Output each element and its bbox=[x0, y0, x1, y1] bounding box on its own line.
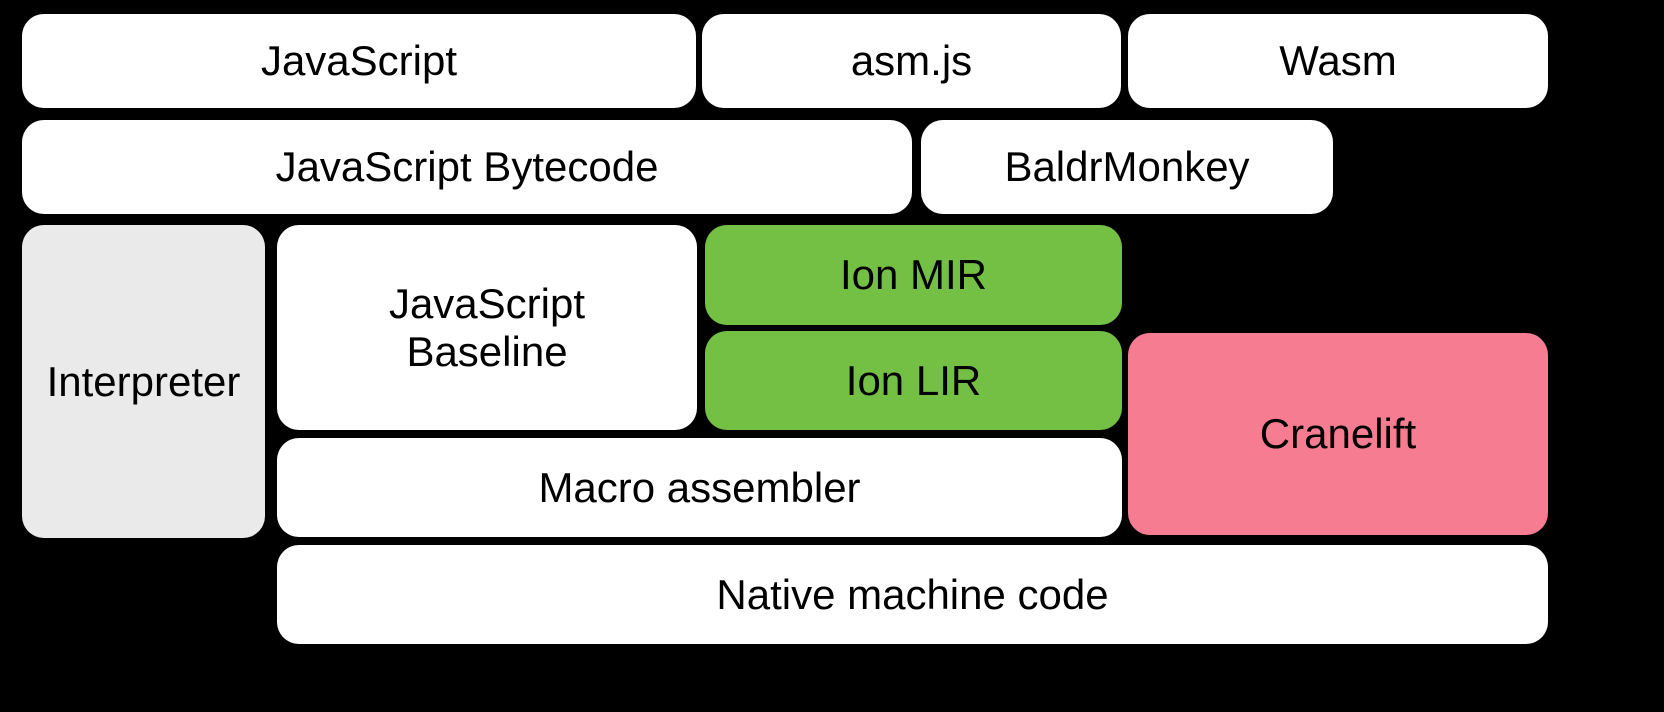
node-ion-mir[interactable]: Ion MIR bbox=[705, 225, 1122, 325]
node-javascript-baseline[interactable]: JavaScript Baseline bbox=[277, 225, 697, 430]
node-cranelift[interactable]: Cranelift bbox=[1128, 333, 1548, 535]
node-baldrmonkey[interactable]: BaldrMonkey bbox=[921, 120, 1333, 214]
node-interpreter[interactable]: Interpreter bbox=[22, 225, 265, 538]
node-ion-lir[interactable]: Ion LIR bbox=[705, 331, 1122, 430]
node-asmjs[interactable]: asm.js bbox=[702, 14, 1121, 108]
node-javascript-bytecode[interactable]: JavaScript Bytecode bbox=[22, 120, 912, 214]
node-wasm[interactable]: Wasm bbox=[1128, 14, 1548, 108]
node-javascript[interactable]: JavaScript bbox=[22, 14, 696, 108]
node-macro-assembler[interactable]: Macro assembler bbox=[277, 438, 1122, 537]
node-native-machine-code[interactable]: Native machine code bbox=[277, 545, 1548, 644]
